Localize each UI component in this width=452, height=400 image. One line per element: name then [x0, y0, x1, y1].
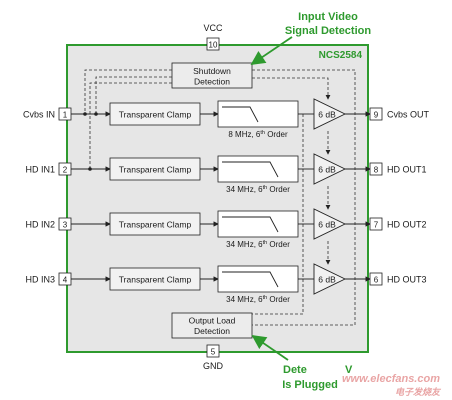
- chip-body: [66, 44, 369, 353]
- watermark-cn: 电子发烧友: [395, 387, 442, 397]
- filter-caption: 34 MHz, 6th Order: [226, 240, 290, 249]
- amplifier-triangle: [313, 98, 347, 130]
- amplifier-gain: 6 dB: [318, 275, 336, 285]
- annotation-top-line1: Input Video: [298, 11, 358, 23]
- gnd-label: GND: [203, 361, 224, 371]
- filter-order-word: Order: [267, 240, 290, 249]
- annotation-bottom-line1-right: V: [345, 364, 353, 376]
- filter-order-word: Order: [265, 130, 288, 139]
- filter-block: [217, 100, 299, 128]
- input-label: HD IN1: [25, 165, 55, 175]
- annotation-top-line2: Signal Detection: [285, 25, 371, 37]
- shutdown-detection-block: [171, 62, 253, 89]
- junction-dot: [94, 112, 98, 116]
- clamp-label: Transparent Clamp: [119, 165, 192, 175]
- filter-order-superscript: th: [263, 240, 268, 246]
- shutdown-line1: Shutdown: [193, 66, 231, 76]
- output-pin: [369, 217, 383, 231]
- filter-block: [217, 155, 299, 183]
- output-pin-number: 8: [374, 166, 379, 175]
- output-pin: [369, 272, 383, 286]
- filter-caption: 34 MHz, 6th Order: [226, 185, 290, 194]
- olo-line2: Detection: [194, 326, 230, 336]
- filter-freq: 34 MHz, 6: [226, 295, 263, 304]
- input-label: HD IN3: [25, 275, 55, 285]
- filter-freq: 34 MHz, 6: [226, 240, 263, 249]
- filter-response-curve: [222, 161, 279, 178]
- annotation-bottom-line2: Is Plugged: [282, 379, 338, 391]
- output-pin-number: 6: [374, 276, 379, 285]
- filter-block: [217, 265, 299, 293]
- gnd-pin-number: 5: [211, 348, 216, 357]
- output-label: HD OUT1: [387, 165, 427, 175]
- junction-dot: [83, 112, 87, 116]
- gnd-pin: [206, 344, 220, 358]
- input-pin-number: 1: [63, 111, 68, 120]
- vcc-label: VCC: [203, 23, 223, 33]
- filter-block: [217, 210, 299, 238]
- filter-order-word: Order: [267, 295, 290, 304]
- filter-order-superscript: th: [260, 130, 265, 136]
- amplifier-gain: 6 dB: [318, 220, 336, 230]
- amplifier-triangle: [313, 263, 347, 295]
- filter-freq: 8 MHz, 6: [228, 130, 261, 139]
- filter-freq: 34 MHz, 6: [226, 185, 263, 194]
- filter-order-superscript: th: [263, 295, 268, 301]
- junction-dot: [88, 167, 92, 171]
- chip-name: NCS2584: [319, 50, 363, 61]
- filter-order-superscript: th: [263, 185, 268, 191]
- amplifier-triangle: [313, 208, 347, 240]
- annotation-bottom-line1-left: Dete: [283, 364, 307, 376]
- clamp-label: Transparent Clamp: [119, 275, 192, 285]
- input-pin-number: 3: [63, 221, 68, 230]
- output-label: HD OUT3: [387, 275, 427, 285]
- output-label: HD OUT2: [387, 220, 427, 230]
- clamp-label: Transparent Clamp: [119, 110, 192, 120]
- clamp-label: Transparent Clamp: [119, 220, 192, 230]
- amplifier-gain: 6 dB: [318, 165, 336, 175]
- shutdown-line2: Detection: [194, 77, 230, 87]
- output-pin: [369, 107, 383, 121]
- watermark-url: www.elecfans.com: [342, 373, 440, 385]
- output-pin: [369, 162, 383, 176]
- output-pin-number: 9: [374, 111, 379, 120]
- filter-response-curve: [222, 271, 279, 288]
- filter-caption: 34 MHz, 6th Order: [226, 295, 290, 304]
- olo-line1: Output Load: [189, 316, 236, 326]
- output-pin-number: 7: [374, 221, 379, 230]
- output-label: Cvbs OUT: [387, 110, 430, 120]
- amplifier-triangle: [313, 153, 347, 185]
- control-lines: [84, 69, 356, 326]
- filter-order-word: Order: [267, 185, 290, 194]
- input-label: HD IN2: [25, 220, 55, 230]
- input-pin-number: 4: [63, 276, 68, 285]
- vcc-pin: [206, 37, 220, 51]
- vcc-pin-number: 10: [209, 41, 218, 50]
- input-label: Cvbs IN: [23, 110, 55, 120]
- amplifier-gain: 6 dB: [318, 110, 336, 120]
- filter-response-curve: [222, 106, 259, 123]
- filter-response-curve: [222, 216, 279, 233]
- output-load-detection-block: [171, 312, 253, 339]
- annotation-bottom-arrow: [251, 334, 289, 361]
- filter-caption: 8 MHz, 6th Order: [228, 130, 288, 139]
- annotation-top-arrow: [250, 36, 293, 66]
- input-pin-number: 2: [63, 166, 68, 175]
